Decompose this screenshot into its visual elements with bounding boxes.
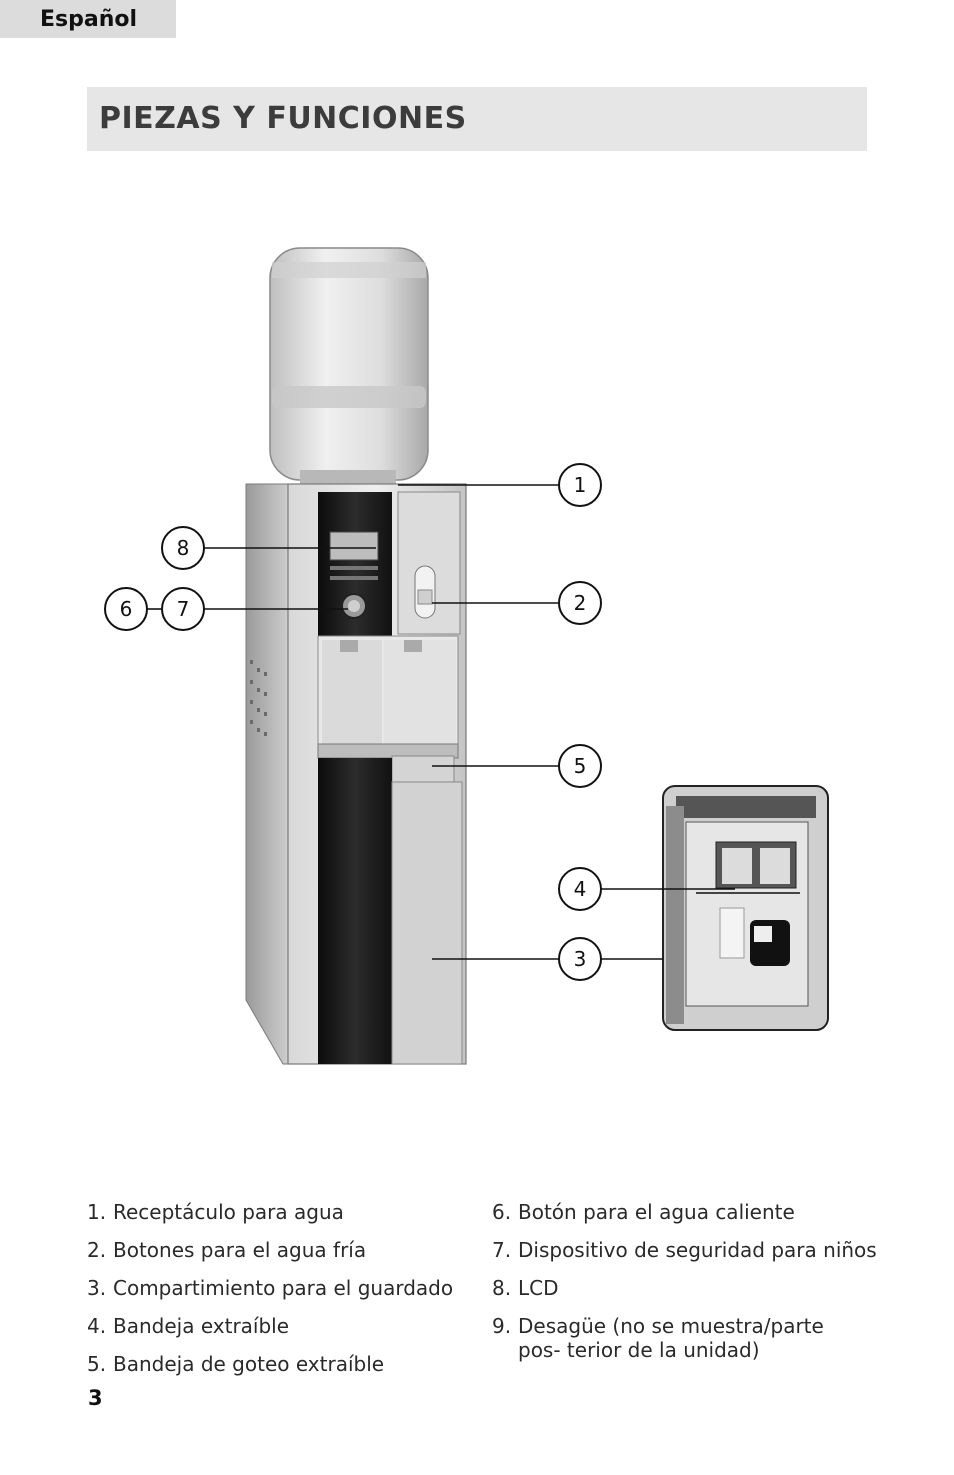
storage-compartment-inset — [662, 785, 829, 1031]
callout-6: 6 — [104, 587, 148, 631]
svg-text:4: 4 — [574, 877, 587, 901]
svg-text:2: 2 — [574, 591, 587, 615]
svg-text:3: 3 — [574, 947, 587, 971]
section-title: PIEZAS Y FUNCIONES — [99, 101, 467, 136]
list-item: 7.Dispositivo de seguridad para niños — [492, 1238, 877, 1262]
svg-text:1: 1 — [574, 473, 587, 497]
callout-7: 7 — [161, 587, 205, 631]
callout-3: 3 — [558, 937, 602, 981]
callout-5: 5 — [558, 744, 602, 788]
list-item: 5.Bandeja de goteo extraíble — [87, 1352, 385, 1376]
callout-2: 2 — [558, 581, 602, 625]
section-title-bar: PIEZAS Y FUNCIONES — [87, 87, 867, 151]
svg-text:8: 8 — [177, 536, 190, 560]
svg-text:6: 6 — [120, 597, 133, 621]
svg-text:5: 5 — [574, 754, 587, 778]
list-item: 3.Compartimiento para el guardado — [87, 1276, 454, 1300]
svg-text:7: 7 — [177, 597, 190, 621]
callout-1: 1 — [558, 463, 602, 507]
water-bottle — [269, 247, 429, 486]
list-item: 9.Desagüe (no se muestra/parte pos- teri… — [492, 1314, 824, 1362]
list-item: 6.Botón para el agua caliente — [492, 1200, 795, 1224]
list-item: 8.LCD — [492, 1276, 559, 1300]
callout-8: 8 — [161, 526, 205, 570]
dispenser-body — [245, 483, 467, 1065]
list-item: 2.Botones para el agua fría — [87, 1238, 367, 1262]
list-item: 4.Bandeja extraíble — [87, 1314, 290, 1338]
callout-4: 4 — [558, 867, 602, 911]
page-number: 3 — [88, 1386, 103, 1410]
water-dispenser-illustration: 1 2 5 4 3 8 7 6 — [104, 247, 829, 1065]
list-item: 1.Receptáculo para agua — [87, 1200, 344, 1224]
language-tab: Español — [0, 0, 176, 38]
